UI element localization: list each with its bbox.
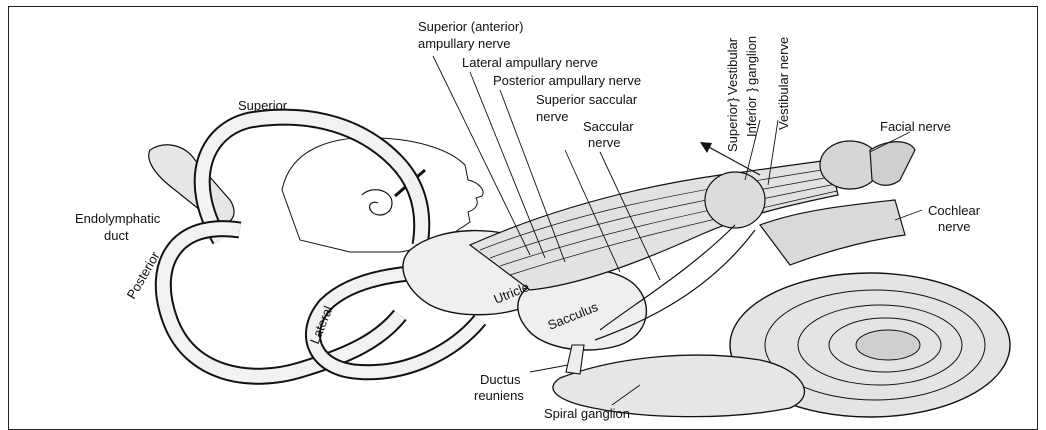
label-saccular-nerve-line1: Saccular <box>583 119 634 134</box>
label-superior-anterior-ampullary-nerve-line1: Superior (anterior) <box>418 19 524 34</box>
cochlear-nerve-trunk <box>760 200 905 265</box>
label-superior-saccular-nerve-line1: Superior saccular <box>536 92 638 107</box>
label-vestibular-vertical: Vestibular <box>725 37 740 95</box>
label-cochlear-nerve-line1: Cochlear <box>928 203 981 218</box>
label-ganglion-vertical: ganglion <box>744 36 759 85</box>
label-superior-saccular-nerve-line2: nerve <box>536 109 569 124</box>
label-spiral-ganglion: Spiral ganglion <box>544 406 630 421</box>
label-endolymphatic-duct-line1: Endolymphatic <box>75 211 161 226</box>
anatomy-drawing <box>149 117 1010 417</box>
label-inferior-vertical: Inferior <box>744 96 759 137</box>
label-endolymphatic-duct-line2: duct <box>104 228 129 243</box>
label-posterior-ampullary-nerve: Posterior ampullary nerve <box>493 73 641 88</box>
label-lateral-ampullary-nerve: Lateral ampullary nerve <box>462 55 598 70</box>
label-superior-anterior-ampullary-nerve-line2: ampullary nerve <box>418 36 511 51</box>
label-superior-vertical: Superior <box>725 102 740 152</box>
label-ductus-reuniens-line1: Ductus <box>480 372 521 387</box>
label-ductus-reuniens-line2: reuniens <box>474 388 524 403</box>
endolymphatic-duct-shape <box>149 145 234 224</box>
brace-inferior-ganglion: } <box>744 87 759 92</box>
label-saccular-nerve-line2: nerve <box>588 135 621 150</box>
vestibular-ganglion-shape <box>705 172 765 228</box>
brace-superior-vestibular: } <box>725 97 740 102</box>
label-superior-canal: Superior <box>238 98 288 113</box>
label-facial-nerve: Facial nerve <box>880 119 951 134</box>
label-vestibular-nerve-vertical: Vestibular nerve <box>776 37 791 130</box>
label-cochlear-nerve-line2: nerve <box>938 219 971 234</box>
